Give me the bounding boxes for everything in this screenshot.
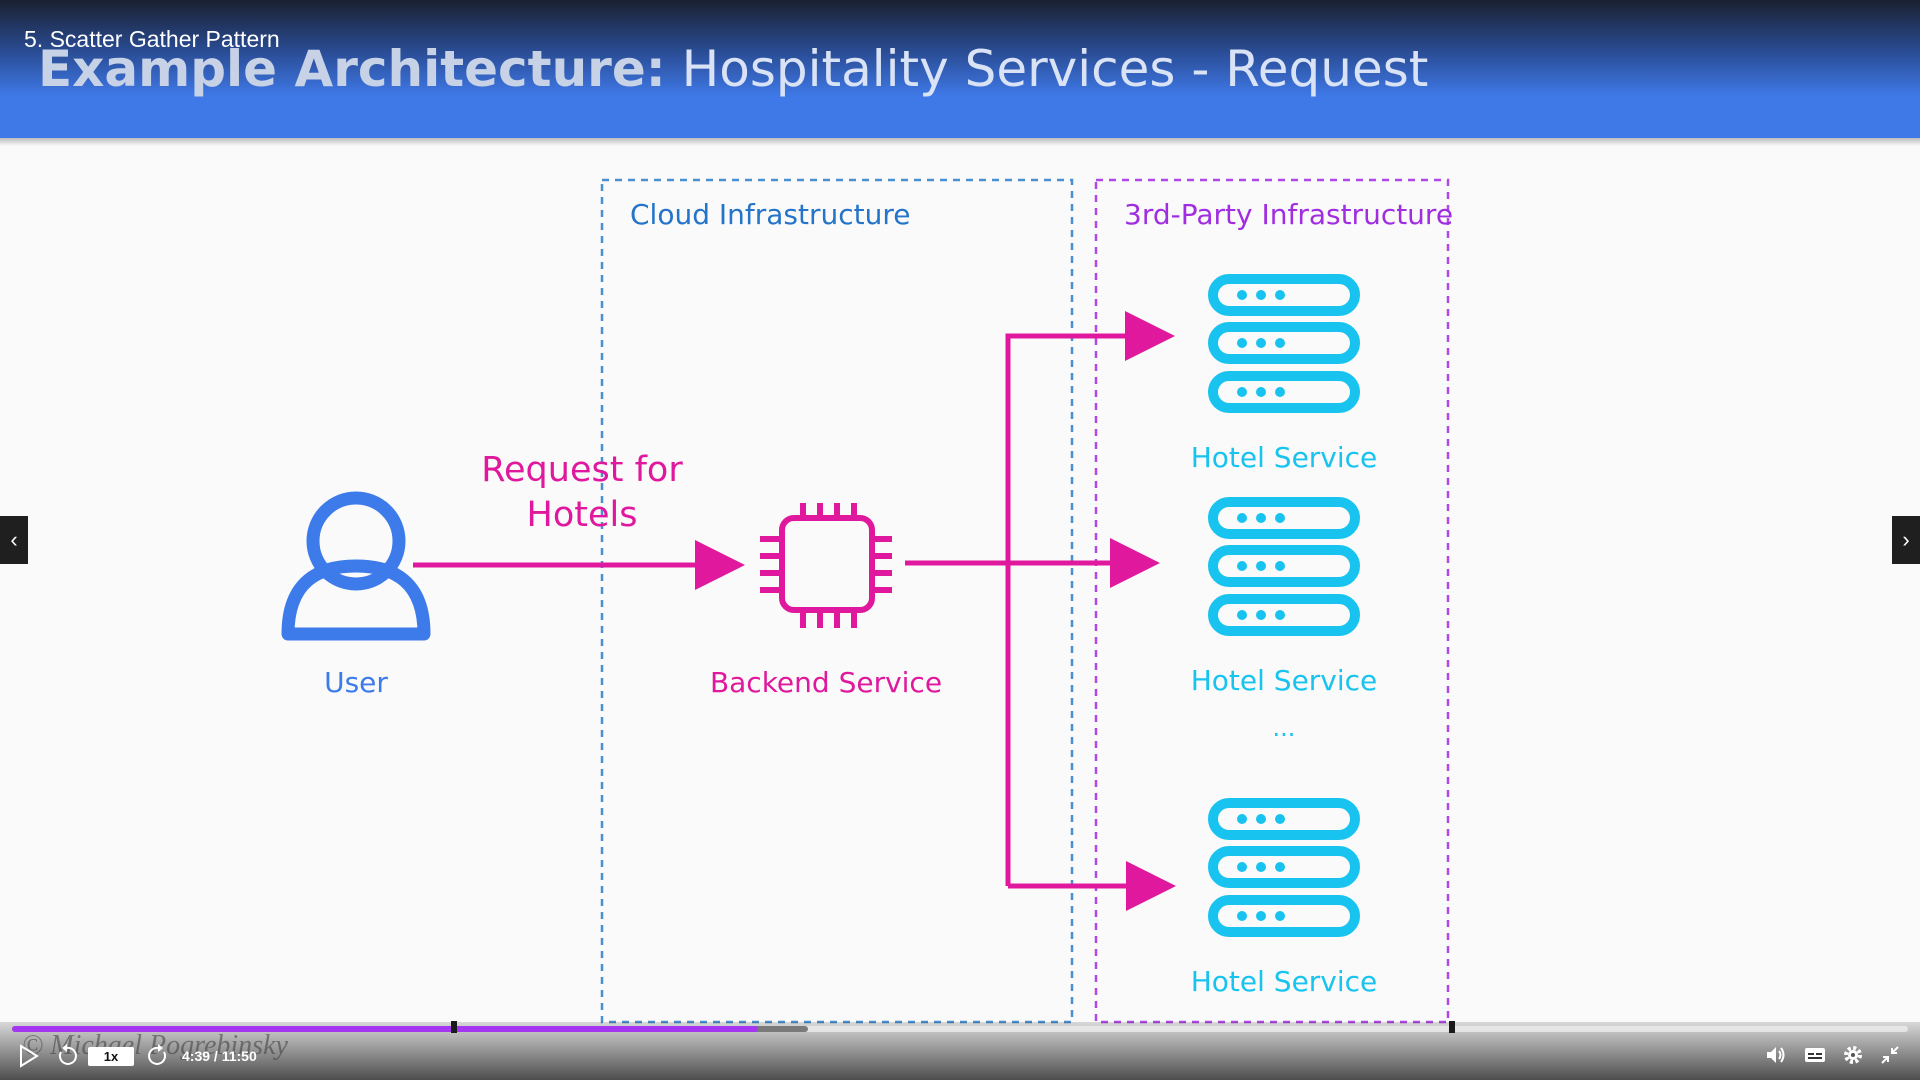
exit-fullscreen-icon[interactable] [1879, 1044, 1901, 1066]
server-icon [1208, 497, 1360, 636]
server-icon [1208, 274, 1360, 413]
user-label: User [324, 666, 388, 699]
captions-icon[interactable] [1803, 1044, 1827, 1066]
cloud-infrastructure-label: Cloud Infrastructure [630, 198, 910, 231]
scatter-arrows [905, 311, 1176, 911]
slide-title-rest: Hospitality Services - Request [665, 40, 1429, 98]
play-icon[interactable] [18, 1044, 40, 1068]
slide-title: Example Architecture: Hospitality Servic… [38, 40, 1428, 98]
backend-service-label: Backend Service [710, 666, 942, 699]
playback-speed-button[interactable]: 1x [88, 1047, 134, 1066]
previous-lecture-button[interactable]: ‹ [0, 516, 28, 564]
progress-marker [451, 1021, 457, 1033]
third-party-infrastructure-label: 3rd-Party Infrastructure [1124, 198, 1453, 231]
progress-marker [1449, 1021, 1455, 1033]
forward-icon[interactable] [146, 1044, 170, 1068]
request-label-line2: Hotels [527, 495, 638, 535]
slide-title-bold: Example Architecture: [38, 40, 666, 98]
hotel-service-label: Hotel Service [1191, 441, 1378, 474]
cloud-infrastructure-box [600, 178, 1074, 1024]
progress-fill [12, 1026, 758, 1032]
rewind-icon[interactable] [55, 1044, 79, 1068]
server-icon-dots [1237, 513, 1285, 620]
server-icon [1208, 798, 1360, 937]
hotel-service-label: Hotel Service [1191, 965, 1378, 998]
user-icon [281, 491, 431, 641]
chip-icon [760, 503, 892, 628]
progress-bar[interactable] [12, 1026, 1908, 1032]
server-icon-dots [1237, 290, 1285, 397]
next-lecture-button[interactable]: › [1892, 516, 1920, 564]
server-icon-dots [1237, 814, 1285, 921]
time-display: 4:39 / 11:50 [182, 1048, 257, 1064]
ellipsis-label: ... [1273, 714, 1296, 742]
slide-header [0, 0, 1920, 146]
volume-icon[interactable] [1765, 1044, 1787, 1066]
lecture-title: 5. Scatter Gather Pattern [24, 26, 280, 52]
settings-icon[interactable] [1842, 1044, 1864, 1066]
hotel-service-label: Hotel Service [1191, 664, 1378, 697]
request-label-line1: Request for [481, 450, 683, 490]
